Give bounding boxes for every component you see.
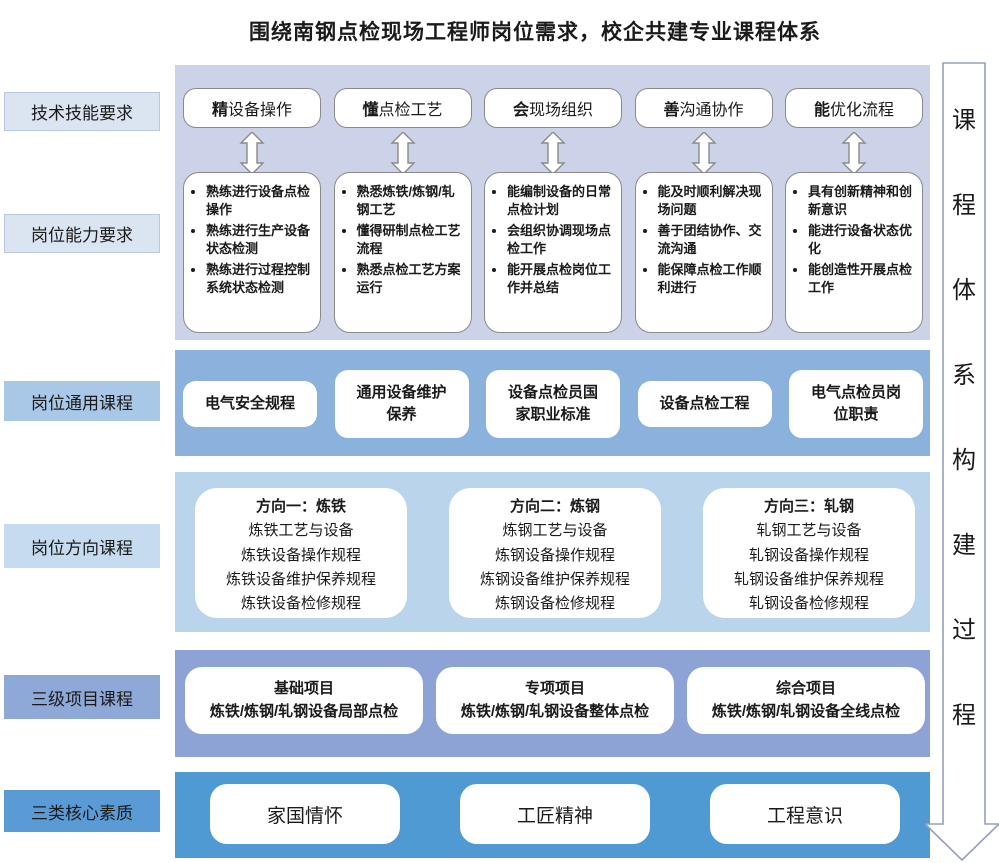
- side-label-project-courses: 三级项目课程: [4, 675, 160, 719]
- skill-rest: 设备操作: [228, 102, 293, 119]
- ability-bullet: 具有创新精神和创新意识: [808, 183, 918, 220]
- direction-course-node: 方向一：炼铁 炼铁工艺与设备 炼铁设备操作规程 炼铁设备维护保养规程 炼铁设备检…: [195, 488, 407, 618]
- ability-bullet: 能及时顺利解决现场问题: [658, 183, 768, 220]
- ability-bullet: 能进行设备状态优化: [808, 222, 918, 259]
- process-arrow-char: 程: [952, 702, 976, 729]
- skill-emph: 懂: [362, 102, 379, 119]
- side-label-technical-skills: 技术技能要求: [4, 92, 160, 131]
- project-header: 专项项目: [524, 680, 585, 697]
- skill-node: 精设备操作: [183, 88, 321, 128]
- general-course-node: 电气点检员岗位职责: [789, 370, 923, 438]
- direction-line: 炼钢设备维护保养规程: [479, 570, 630, 588]
- ability-bullet: 熟练进行过程控制系统状态检测: [206, 261, 316, 298]
- skill-node: 能优化流程: [785, 88, 923, 128]
- direction-line: 炼铁设备维护保养规程: [225, 570, 376, 588]
- skill-rest: 沟通协作: [679, 102, 744, 119]
- direction-line: 轧钢工艺与设备: [756, 522, 862, 540]
- project-header: 基础项目: [273, 680, 334, 697]
- ability-bullet: 懂得研制点检工艺流程: [357, 222, 467, 259]
- process-arrow-char: 课: [952, 107, 976, 134]
- core-quality-node: 工匠精神: [460, 784, 650, 844]
- direction-line: 轧钢设备操作规程: [748, 546, 869, 564]
- ability-bullet: 会组织协调现场点检工作: [507, 222, 617, 259]
- core-quality-node: 工程意识: [710, 784, 900, 844]
- direction-line: 炼铁工艺与设备: [248, 522, 354, 540]
- ability-node: 熟练进行设备点检操作 熟练进行生产设备状态检测 熟练进行过程控制系统状态检测: [183, 172, 321, 333]
- core-quality-node: 家国情怀: [210, 784, 400, 844]
- general-courses-row: 电气安全规程 通用设备维护保养 设备点检员国家职业标准 设备点检工程 电气点检员…: [183, 368, 923, 440]
- skill-rest: 优化流程: [830, 102, 895, 119]
- ability-node: 能编制设备的日常点检计划 会组织协调现场点检工作 能开展点检岗位工作并总结: [484, 172, 622, 333]
- project-course-node: 综合项目 炼铁/炼钢/轧钢设备全线点检: [687, 667, 925, 734]
- side-label-post-ability: 岗位能力要求: [4, 214, 160, 253]
- project-line: 炼铁/炼钢/轧钢设备局部点检: [209, 703, 399, 721]
- ability-bullet: 能保障点检工作顺利进行: [658, 261, 768, 298]
- skills-row: 精设备操作 懂点检工艺 会现场组织 善沟通协作 能优化流程: [183, 88, 923, 128]
- skill-node: 善沟通协作: [634, 88, 773, 128]
- ability-bullet: 能开展点检岗位工作并总结: [507, 261, 617, 298]
- skill-emph: 善: [663, 102, 680, 119]
- side-label-core-qualities: 三类核心素质: [4, 790, 160, 832]
- direction-line: 炼铁设备操作规程: [240, 546, 361, 564]
- process-arrow-label: 课 程 体 系 构 建 过 程: [943, 100, 985, 730]
- direction-line: 炼钢设备检修规程: [494, 595, 615, 613]
- diagram-title: 围绕南钢点检现场工程师岗位需求，校企共建专业课程体系: [249, 21, 821, 44]
- core-qualities-row: 家国情怀 工匠精神 工程意识: [210, 784, 900, 844]
- project-header: 综合项目: [775, 680, 836, 697]
- direction-courses-row: 方向一：炼铁 炼铁工艺与设备 炼铁设备操作规程 炼铁设备维护保养规程 炼铁设备检…: [195, 488, 915, 618]
- skill-node: 懂点检工艺: [333, 88, 472, 128]
- project-line: 炼铁/炼钢/轧钢设备全线点检: [711, 703, 901, 721]
- double-arrow-icon: [334, 132, 472, 174]
- direction-course-node: 方向三：轧钢 轧钢工艺与设备 轧钢设备操作规程 轧钢设备维护保养规程 轧钢设备检…: [703, 488, 915, 618]
- ability-bullet: 熟练进行设备点检操作: [206, 183, 316, 220]
- process-arrow-char: 体: [952, 277, 976, 304]
- ability-bullet: 熟悉点检工艺方案运行: [357, 261, 467, 298]
- skill-rest: 点检工艺: [378, 102, 443, 119]
- direction-header: 方向二：炼钢: [509, 498, 600, 515]
- process-arrow-char: 程: [952, 192, 976, 219]
- direction-header: 方向一：炼铁: [255, 498, 346, 515]
- project-line: 炼铁/炼钢/轧钢设备整体点检: [460, 703, 650, 721]
- direction-line: 炼钢设备操作规程: [494, 546, 615, 564]
- double-arrow-icon: [635, 132, 773, 174]
- skill-emph: 会: [512, 102, 529, 119]
- ability-node: 能及时顺利解决现场问题 善于团结协作、交流沟通 能保障点检工作顺利进行: [634, 172, 773, 333]
- direction-line: 轧钢设备维护保养规程: [733, 570, 884, 588]
- double-arrow-icon: [785, 132, 923, 174]
- process-arrow-icon: [925, 62, 999, 862]
- direction-line: 炼钢工艺与设备: [502, 522, 608, 540]
- direction-header: 方向三：轧钢: [763, 498, 854, 515]
- process-arrow-char: 构: [952, 447, 976, 474]
- double-arrow-icon: [183, 132, 321, 174]
- process-arrow-char: 过: [952, 617, 976, 644]
- general-course-node: 电气安全规程: [183, 381, 317, 427]
- general-course-node: 设备点检工程: [637, 381, 772, 427]
- skill-rest: 现场组织: [529, 102, 594, 119]
- direction-line: 炼铁设备检修规程: [240, 595, 361, 613]
- side-label-general-courses: 岗位通用课程: [4, 381, 160, 421]
- skill-node: 会现场组织: [484, 88, 622, 128]
- general-course-node: 通用设备维护保养: [334, 370, 469, 438]
- process-arrow-char: 系: [952, 362, 976, 389]
- ability-bullet: 熟悉炼铁/炼钢/轧钢工艺: [357, 183, 467, 220]
- ability-bullet: 善于团结协作、交流沟通: [658, 222, 768, 259]
- process-arrow-char: 建: [952, 532, 976, 559]
- skill-emph: 精: [211, 102, 228, 119]
- double-arrow-icon: [484, 132, 622, 174]
- general-course-node: 设备点检员国家职业标准: [486, 370, 620, 438]
- abilities-row: 熟练进行设备点检操作 熟练进行生产设备状态检测 熟练进行过程控制系统状态检测 熟…: [183, 172, 923, 333]
- ability-node: 熟悉炼铁/炼钢/轧钢工艺 懂得研制点检工艺流程 熟悉点检工艺方案运行: [333, 172, 472, 333]
- connector-arrows-row: [183, 132, 923, 174]
- skill-emph: 能: [813, 102, 830, 119]
- ability-bullet: 能创造性开展点检工作: [808, 261, 918, 298]
- ability-bullet: 能编制设备的日常点检计划: [507, 183, 617, 220]
- ability-bullet: 熟练进行生产设备状态检测: [206, 222, 316, 259]
- project-course-node: 专项项目 炼铁/炼钢/轧钢设备整体点检: [436, 667, 674, 734]
- direction-course-node: 方向二：炼钢 炼钢工艺与设备 炼钢设备操作规程 炼钢设备维护保养规程 炼钢设备检…: [449, 488, 661, 618]
- direction-line: 轧钢设备检修规程: [748, 595, 869, 613]
- project-course-node: 基础项目 炼铁/炼钢/轧钢设备局部点检: [185, 667, 423, 734]
- side-label-direction-courses: 岗位方向课程: [4, 524, 160, 568]
- ability-node: 具有创新精神和创新意识 能进行设备状态优化 能创造性开展点检工作: [785, 172, 923, 333]
- project-courses-row: 基础项目 炼铁/炼钢/轧钢设备局部点检 专项项目 炼铁/炼钢/轧钢设备整体点检 …: [185, 667, 925, 734]
